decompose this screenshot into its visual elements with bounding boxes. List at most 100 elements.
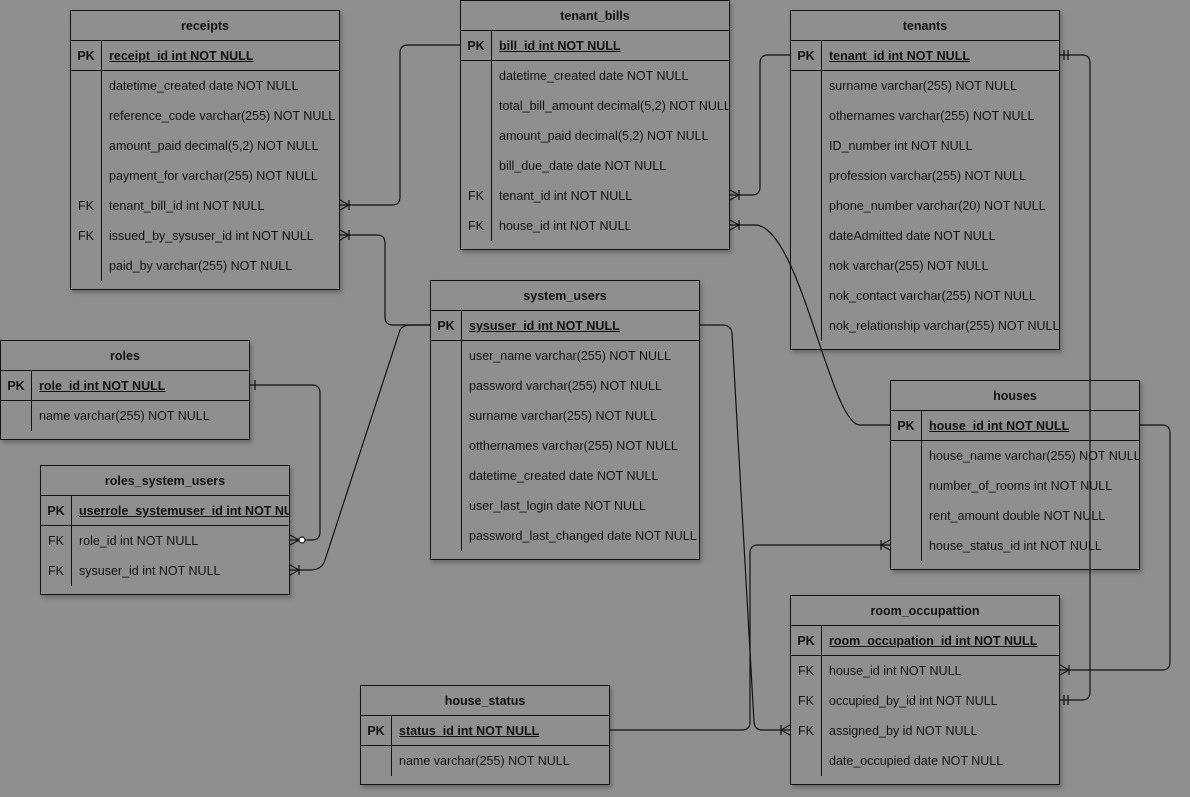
relationship-line: [1060, 54, 1091, 701]
attribute-text: otthernames varchar(255) NOT NULL: [469, 439, 678, 453]
key-column-divider: [921, 411, 922, 441]
attribute-text: tenant_bill_id int NOT NULL: [109, 199, 265, 213]
foreign-key-row[interactable]: FK sysuser_id int NOT NULL: [41, 556, 289, 586]
crows-foot-marker: [879, 539, 891, 551]
attribute-row[interactable]: surname varchar(255) NOT NULL: [431, 401, 699, 431]
attribute-row[interactable]: datetime_created date NOT NULL: [431, 461, 699, 491]
crows-foot-marker: [729, 189, 741, 201]
attribute-row[interactable]: rent_amount double NOT NULL: [891, 501, 1139, 531]
attribute-row[interactable]: number_of_rooms int NOT NULL: [891, 471, 1139, 501]
attribute-row[interactable]: user_name varchar(255) NOT NULL: [431, 341, 699, 371]
attribute-row[interactable]: nok_contact varchar(255) NOT NULL: [791, 281, 1059, 311]
attribute-row[interactable]: profession varchar(255) NOT NULL: [791, 161, 1059, 191]
attribute-row[interactable]: total_bill_amount decimal(5,2) NOT NULL: [461, 91, 729, 121]
attribute-text: phone_number varchar(20) NOT NULL: [829, 199, 1046, 213]
attribute-row[interactable]: nok_relationship varchar(255) NOT NULL: [791, 311, 1059, 341]
attribute-row[interactable]: ID_number int NOT NULL: [791, 131, 1059, 161]
crows-foot-marker: [339, 229, 351, 241]
attribute-row[interactable]: payment_for varchar(255) NOT NULL: [71, 161, 339, 191]
key-marker: PK: [797, 49, 815, 63]
attribute-text: dateAdmitted date NOT NULL: [829, 229, 996, 243]
attribute-row[interactable]: password varchar(255) NOT NULL: [431, 371, 699, 401]
key-marker: PK: [77, 49, 95, 63]
key-column-divider: [71, 496, 72, 526]
key-marker: PK: [7, 379, 25, 393]
attribute-row[interactable]: otthernames varchar(255) NOT NULL: [431, 431, 699, 461]
relationship-line: [340, 234, 430, 326]
crows-foot-marker: [779, 724, 791, 736]
attribute-text: reference_code varchar(255) NOT NULL: [109, 109, 336, 123]
relationship-line: [290, 324, 430, 571]
attribute-text: house_id int NOT NULL: [929, 419, 1070, 433]
attribute-row[interactable]: user_last_login date NOT NULL: [431, 491, 699, 521]
attribute-row[interactable]: bill_due_date date NOT NULL: [461, 151, 729, 181]
attribute-text: house_name varchar(255) NOT NULL: [929, 449, 1140, 463]
attribute-row[interactable]: name varchar(255) NOT NULL: [361, 746, 609, 776]
key-marker: PK: [437, 319, 455, 333]
attribute-text: payment_for varchar(255) NOT NULL: [109, 169, 318, 183]
attribute-row[interactable]: datetime_created date NOT NULL: [461, 61, 729, 91]
key-column-divider: [31, 401, 32, 431]
key-marker: FK: [78, 229, 94, 243]
attribute-row[interactable]: phone_number varchar(20) NOT NULL: [791, 191, 1059, 221]
attribute-row[interactable]: amount_paid decimal(5,2) NOT NULL: [461, 121, 729, 151]
attribute-row[interactable]: name varchar(255) NOT NULL: [1, 401, 249, 431]
attribute-row[interactable]: password_last_changed date NOT NULL: [431, 521, 699, 551]
relationship-line: [700, 324, 790, 731]
key-marker: FK: [48, 564, 64, 578]
key-marker: FK: [798, 664, 814, 678]
attribute-row[interactable]: amount_paid decimal(5,2) NOT NULL: [71, 131, 339, 161]
attribute-row[interactable]: paid_by varchar(255) NOT NULL: [71, 251, 339, 281]
attribute-text: paid_by varchar(255) NOT NULL: [109, 259, 293, 273]
attribute-text: rent_amount double NOT NULL: [929, 509, 1106, 523]
attribute-row[interactable]: dateAdmitted date NOT NULL: [791, 221, 1059, 251]
attribute-row[interactable]: reference_code varchar(255) NOT NULL: [71, 101, 339, 131]
attribute-text: role_id int NOT NULL: [79, 534, 199, 548]
attribute-text: amount_paid decimal(5,2) NOT NULL: [499, 129, 709, 143]
attribute-text: sysuser_id int NOT NULL: [79, 564, 221, 578]
attribute-row[interactable]: nok varchar(255) NOT NULL: [791, 251, 1059, 281]
relationship-line: [340, 44, 460, 206]
attribute-row[interactable]: date_occupied date NOT NULL: [791, 746, 1059, 776]
attribute-text: status_id int NOT NULL: [399, 724, 540, 738]
attribute-text: user_last_login date NOT NULL: [469, 499, 646, 513]
attribute-row[interactable]: datetime_created date NOT NULL: [71, 71, 339, 101]
primary-key-row[interactable]: PK sysuser_id int NOT NULL: [431, 311, 699, 341]
attribute-text: sysuser_id int NOT NULL: [469, 319, 620, 333]
attribute-row[interactable]: house_status_id int NOT NULL: [891, 531, 1139, 561]
attribute-row[interactable]: othernames varchar(255) NOT NULL: [791, 101, 1059, 131]
crows-foot-marker: [289, 534, 301, 546]
attribute-row[interactable]: surname varchar(255) NOT NULL: [791, 71, 1059, 101]
entity-title: receipts: [71, 11, 339, 41]
entity-title: roles_system_users: [41, 466, 289, 496]
attribute-text: tenant_id int NOT NULL: [499, 189, 633, 203]
attribute-row[interactable]: house_name varchar(255) NOT NULL: [891, 441, 1139, 471]
entity-title: house_status: [361, 686, 609, 716]
